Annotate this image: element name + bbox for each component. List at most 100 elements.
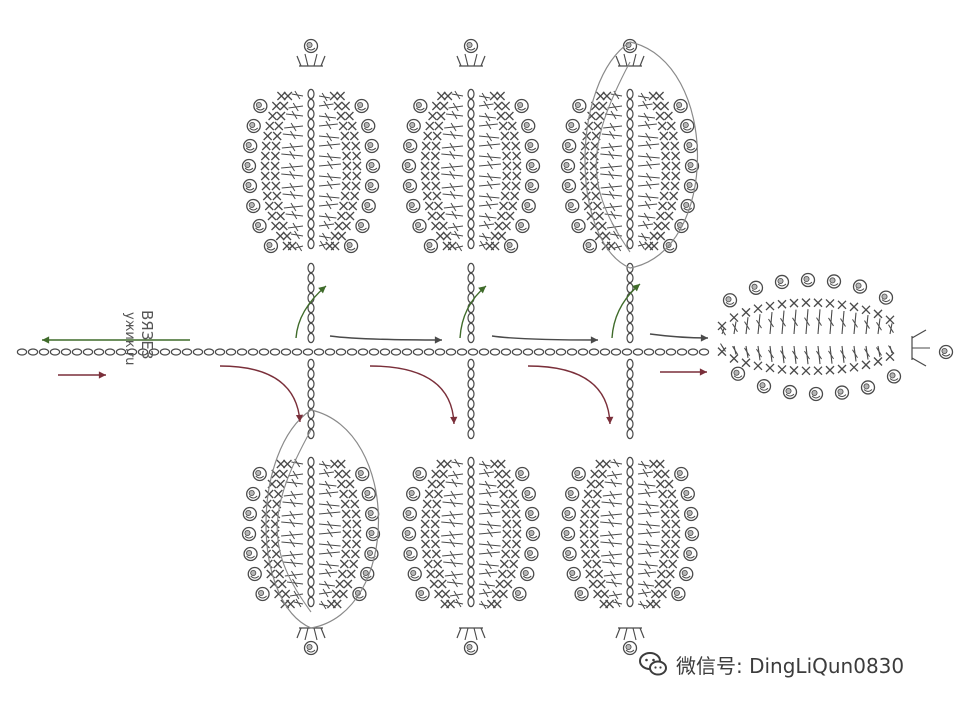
chain-stitch <box>626 88 634 100</box>
chain-stitch <box>626 506 634 518</box>
single-crochet-stitch <box>426 569 436 579</box>
double-crochet-stitch <box>637 528 660 538</box>
double-crochet-stitch <box>601 190 623 200</box>
chain-stitch <box>192 348 204 356</box>
chain-stitch <box>566 348 578 356</box>
chain-stitch <box>599 348 611 356</box>
single-crochet-stitch <box>668 131 678 141</box>
single-crochet-stitch <box>602 91 612 101</box>
direction-arrow <box>660 368 707 376</box>
single-crochet-stitch <box>337 569 347 579</box>
chain-stitch <box>544 348 556 356</box>
picot-stitch <box>252 466 267 482</box>
single-crochet-stitch <box>777 364 787 374</box>
chain-stitch <box>467 118 475 130</box>
double-crochet-stitch <box>318 160 341 170</box>
double-crochet-stitch <box>637 588 652 598</box>
single-crochet-stitch <box>885 352 895 362</box>
picot-stitch <box>406 198 421 214</box>
single-crochet-stitch <box>849 302 859 312</box>
single-crochet-stitch <box>352 529 362 539</box>
picot-stitch <box>834 385 850 400</box>
single-crochet-stitch <box>666 121 676 131</box>
double-crochet-stitch <box>600 510 623 520</box>
chain-stitch <box>467 536 475 548</box>
single-crochet-stitch <box>421 181 431 191</box>
single-crochet-stitch <box>491 589 501 599</box>
single-crochet-stitch <box>278 221 288 231</box>
picot-stitch <box>524 138 539 154</box>
chain-stitch <box>307 282 315 294</box>
double-crochet-stitch <box>283 490 304 500</box>
picot-stitch <box>364 546 379 562</box>
single-crochet-stitch <box>660 141 670 151</box>
double-crochet-stitch <box>285 110 304 120</box>
single-crochet-stitch <box>329 91 339 101</box>
single-crochet-stitch <box>494 221 504 231</box>
single-crochet-stitch <box>505 479 515 489</box>
chain-stitch <box>60 348 72 356</box>
single-crochet-stitch <box>336 111 346 121</box>
double-crochet-stitch <box>732 345 738 355</box>
chain-stitch <box>38 348 50 356</box>
single-crochet-stitch <box>267 211 277 221</box>
chain-stem <box>16 262 710 440</box>
single-crochet-stitch <box>789 298 799 308</box>
direction-arrow <box>369 365 458 425</box>
double-crochet-stitch <box>600 150 623 160</box>
single-crochet-stitch <box>498 121 508 131</box>
chain-stitch <box>467 148 475 160</box>
single-crochet-stitch <box>586 479 596 489</box>
chain-stitch <box>467 198 475 210</box>
chain-stitch <box>626 368 634 380</box>
single-crochet-stitch <box>338 589 348 599</box>
double-crochet-stitch <box>637 548 659 558</box>
wechat-icon <box>639 652 667 676</box>
single-crochet-stitch <box>336 211 346 221</box>
double-crochet-stitch <box>478 240 487 250</box>
single-crochet-stitch <box>671 171 681 181</box>
double-crochet-stitch <box>453 598 464 608</box>
chain-stitch <box>307 536 315 548</box>
single-crochet-stitch <box>275 231 285 241</box>
double-crochet-stitch <box>610 458 623 468</box>
chain-stitch <box>307 208 315 220</box>
chain-stitch <box>126 348 138 356</box>
chain-stitch <box>467 322 475 334</box>
chain-stitch <box>626 536 634 548</box>
single-crochet-stitch <box>351 141 361 151</box>
single-crochet-stitch <box>670 181 680 191</box>
chain-stitch <box>115 348 127 356</box>
double-crochet-stitch <box>637 112 656 122</box>
double-crochet-stitch <box>281 518 304 528</box>
single-crochet-stitch <box>489 91 499 101</box>
single-crochet-stitch <box>502 171 512 181</box>
single-crochet-stitch <box>421 141 431 151</box>
single-crochet-stitch <box>658 201 668 211</box>
double-crochet-stitch <box>637 240 646 250</box>
double-crochet-stitch <box>637 468 654 478</box>
single-crochet-stitch <box>501 509 511 519</box>
double-crochet-stitch <box>478 132 500 142</box>
double-crochet-stitch <box>478 92 491 102</box>
watermark: 微信号: DingLiQun0830 <box>638 650 904 678</box>
chain-stitch <box>307 368 315 380</box>
double-crochet-stitch <box>318 120 338 130</box>
single-crochet-stitch <box>332 599 342 609</box>
double-crochet-stitch <box>637 140 660 150</box>
chain-stitch <box>307 516 315 528</box>
single-crochet-stitch <box>440 599 450 609</box>
single-crochet-stitch <box>346 569 356 579</box>
single-crochet-stitch <box>498 589 508 599</box>
single-crochet-stitch <box>590 469 600 479</box>
chain-stitch <box>626 302 634 314</box>
double-crochet-stitch <box>478 600 489 610</box>
chain-stitch <box>626 586 634 598</box>
double-crochet-stitch <box>291 90 304 100</box>
chain-stitch <box>307 596 315 608</box>
single-crochet-stitch <box>421 539 430 549</box>
chain-stitch <box>626 282 634 294</box>
picot-stitch <box>255 586 270 602</box>
picot-stitch <box>674 218 689 234</box>
